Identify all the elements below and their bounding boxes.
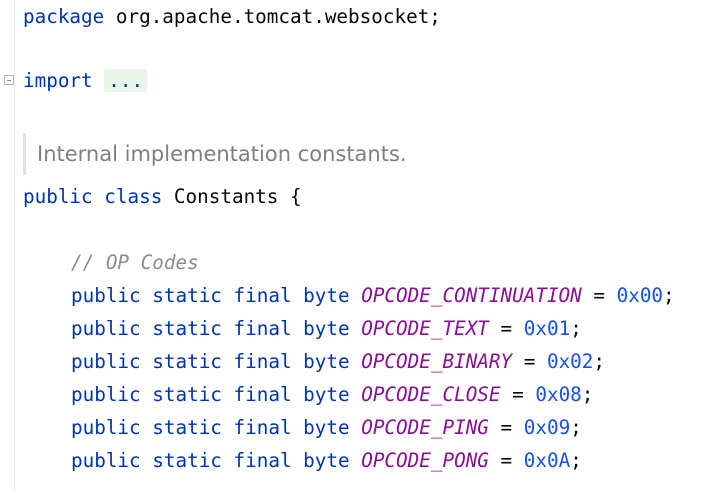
field-line: public static final byte OPCODE_BINARY =…	[71, 347, 605, 377]
field-name: OPCODE_PING	[361, 416, 489, 439]
public-keyword: public	[23, 185, 93, 208]
field-equals: =	[500, 383, 536, 406]
field-value: 0x0A	[523, 449, 571, 472]
field-terminator: ;	[570, 449, 582, 472]
field-name: OPCODE_PONG	[361, 449, 489, 472]
field-equals: =	[581, 284, 617, 307]
class-declaration: public class Constants {	[23, 182, 302, 212]
field-modifiers: public static final byte	[71, 416, 350, 439]
field-value: 0x02	[546, 350, 594, 373]
field-terminator: ;	[570, 416, 582, 439]
fold-toggle-icon[interactable]	[4, 75, 14, 85]
field-terminator: ;	[593, 350, 606, 373]
field-equals: =	[488, 317, 524, 340]
field-modifiers: public static final byte	[71, 317, 350, 340]
field-value: 0x09	[523, 416, 571, 439]
field-terminator: ;	[570, 317, 582, 340]
field-line: public static final byte OPCODE_PING = 0…	[71, 413, 582, 443]
field-name: OPCODE_CONTINUATION	[361, 284, 582, 307]
field-modifiers: public static final byte	[71, 449, 350, 472]
field-line: public static final byte OPCODE_TEXT = 0…	[71, 314, 582, 344]
doc-comment: Internal implementation constants.	[37, 142, 407, 166]
class-name: Constants {	[173, 185, 302, 208]
field-line: public static final byte OPCODE_CONTINUA…	[71, 281, 675, 311]
field-terminator: ;	[581, 383, 594, 406]
field-equals: =	[488, 449, 524, 472]
field-modifiers: public static final byte	[71, 350, 350, 373]
import-line: import ...	[23, 66, 148, 96]
package-line: package org.apache.tomcat.websocket;	[23, 2, 441, 32]
import-keyword: import	[23, 69, 93, 92]
field-equals: =	[488, 416, 524, 439]
field-name: OPCODE_TEXT	[361, 317, 489, 340]
field-name: OPCODE_BINARY	[361, 350, 513, 373]
field-line: public static final byte OPCODE_PONG = 0…	[71, 446, 582, 476]
field-value: 0x01	[523, 317, 571, 340]
field-line: public static final byte OPCODE_CLOSE = …	[71, 380, 593, 410]
field-equals: =	[512, 350, 547, 373]
field-terminator: ;	[663, 284, 675, 307]
package-name: org.apache.tomcat.websocket;	[115, 5, 441, 28]
field-value: 0x00	[616, 284, 664, 307]
op-codes-comment: // OP Codes	[71, 251, 199, 274]
field-modifiers: public static final byte	[71, 284, 350, 307]
class-keyword: class	[104, 185, 163, 208]
package-keyword: package	[23, 5, 105, 28]
doc-comment-bar	[23, 133, 26, 175]
gutter-divider	[14, 0, 15, 492]
field-name: OPCODE_CLOSE	[361, 383, 501, 406]
field-value: 0x08	[535, 383, 582, 406]
field-modifiers: public static final byte	[71, 383, 350, 406]
folded-imports-button[interactable]: ...	[104, 69, 148, 92]
